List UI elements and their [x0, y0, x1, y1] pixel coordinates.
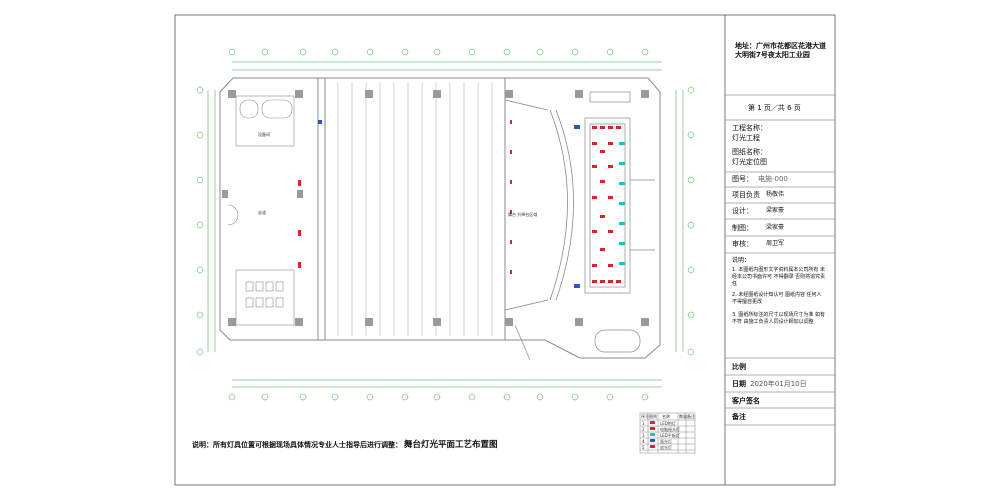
top-right-room: [589, 91, 631, 103]
legend-row-4-name: 面光灯: [660, 439, 672, 444]
room-label-left-upper: 设备间: [258, 132, 270, 137]
title-drawing-no: 电施-000: [758, 175, 788, 183]
left-rooms: [227, 95, 295, 326]
title-drawing-name: 灯光定位图: [732, 158, 767, 166]
title-designer: 梁家豪: [766, 207, 785, 214]
title-drafter: 梁家豪: [766, 224, 785, 231]
title-drafter-label: 制图：: [732, 224, 753, 232]
axis-grid-right: [675, 86, 695, 356]
axis-grid-bottom: [228, 379, 662, 401]
title-scale-label: 比例: [732, 363, 746, 371]
legend-row-4-no: 4: [642, 439, 645, 444]
axis-grid-top: [228, 48, 662, 71]
room-label-stage-center: 舞台 升降台区域: [508, 212, 538, 217]
stage-front-arc: [504, 99, 574, 311]
title-drawing-no-label: 图号：: [732, 175, 753, 183]
title-block-grid: [725, 94, 835, 426]
title-client-sign-label: 客户签名: [732, 397, 760, 405]
structural-columns: [222, 90, 649, 326]
title-note-1: 1. 本图纸内图形文字资料属本公司所有 未经本公司书面许可 不得翻录 否则将追究…: [732, 267, 826, 287]
title-page-info: 第 1 页／共 6 页: [748, 104, 801, 112]
legend-row-5-name: 追光灯: [660, 445, 672, 450]
red-fixtures: [298, 120, 621, 283]
title-note-2: 2. 未经图纸设计知认可 图纸内容 任何人不得擅自更改: [732, 292, 822, 305]
title-date-value: 2020年01月10日: [750, 380, 807, 388]
title-manager: 杨敬伟: [766, 191, 785, 198]
legend-header-3: 数量: [679, 414, 687, 419]
title-manager-label: 项目负责: [732, 191, 760, 199]
drawing-note: 说明：所有灯具位置可根据现场具体情况专业人士指导后进行调整：: [192, 441, 402, 449]
title-address: 地址：广州市花都区花港大道大明街7号夜太阳工业园: [735, 42, 826, 60]
legend-row-3-name: LED平板灯: [660, 433, 680, 438]
legend-table: [639, 412, 696, 454]
title-project-name-label: 工程名称：: [732, 124, 767, 132]
legend-header-1: 图例: [649, 414, 657, 419]
title-designer-label: 设计：: [732, 207, 753, 215]
right-stage-frame: [584, 117, 655, 294]
title-reviewer: 周卫军: [766, 240, 785, 247]
title-date-label: 日期: [732, 380, 746, 388]
legend-row-1-no: 1: [642, 421, 645, 426]
legend-header-2: 名称: [662, 414, 670, 419]
legend-row-3-no: 3: [642, 433, 645, 438]
room-label-left-mid: 走道: [258, 210, 266, 215]
legend-header-0: 序号: [641, 414, 649, 419]
title-notes-label: 说明：: [732, 257, 751, 264]
legend-row-2-no: 2: [642, 427, 645, 432]
legend-row-2-name: 电脑摇头灯: [660, 427, 680, 432]
title-reviewer-label: 审核：: [732, 240, 753, 248]
legend-header-4: 备注: [687, 414, 695, 419]
title-project-name: 灯光工程: [732, 134, 760, 142]
axis-grid-left: [196, 86, 216, 356]
bottom-right-room: [514, 324, 641, 361]
blue-fixtures: [318, 120, 580, 288]
drawing-title: 舞台灯光平面工艺布置图: [404, 440, 498, 450]
sheet-border: [174, 14, 836, 486]
legend-row-5-no: 5: [642, 445, 645, 450]
title-note-3: 3. 图纸所标注的尺寸以现场尺寸为准 如有不符 由施工负责人同设计師加以调整: [732, 312, 825, 325]
seating-strips: [337, 82, 493, 336]
building-walls: [219, 77, 661, 359]
cyan-fixtures: [619, 142, 625, 265]
title-drawing-name-label: 图纸名称：: [732, 148, 767, 156]
legend-row-1-name: LED帕灯: [660, 421, 676, 426]
legend-symbols: [650, 421, 655, 448]
title-remarks-label: 备注: [732, 413, 746, 421]
